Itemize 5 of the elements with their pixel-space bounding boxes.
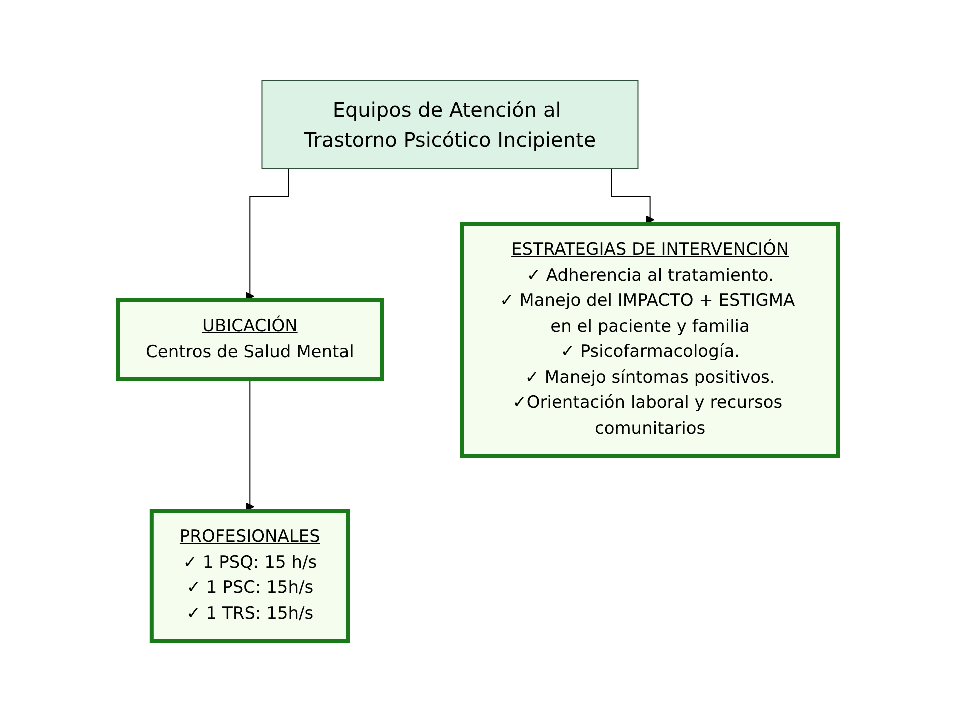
node-box: Equipos de Atención al Trastorno Psicótico Incipiente [262,80,640,170]
node-box: PROFESIONALES ✓ 1 PSQ: 15 h/s ✓ 1 PSC: 15h/s ✓ 1 TRS: 15h/s [150,509,351,643]
arrow [246,379,255,512]
node-box: UBICACIÓN Centros de Salud Mental [116,298,385,382]
node-box: ESTRATEGIAS DE INTERVENCIÓN ✓ Adherencia al tratamiento. ✓ Manejo del IMPACTO + ESTIGMA en el paciente y familia ✓ Psicofarmacología. ✓ Manejo síntomas positivos. ✓Orientación laboral y recursos comunitarios [460,222,841,458]
